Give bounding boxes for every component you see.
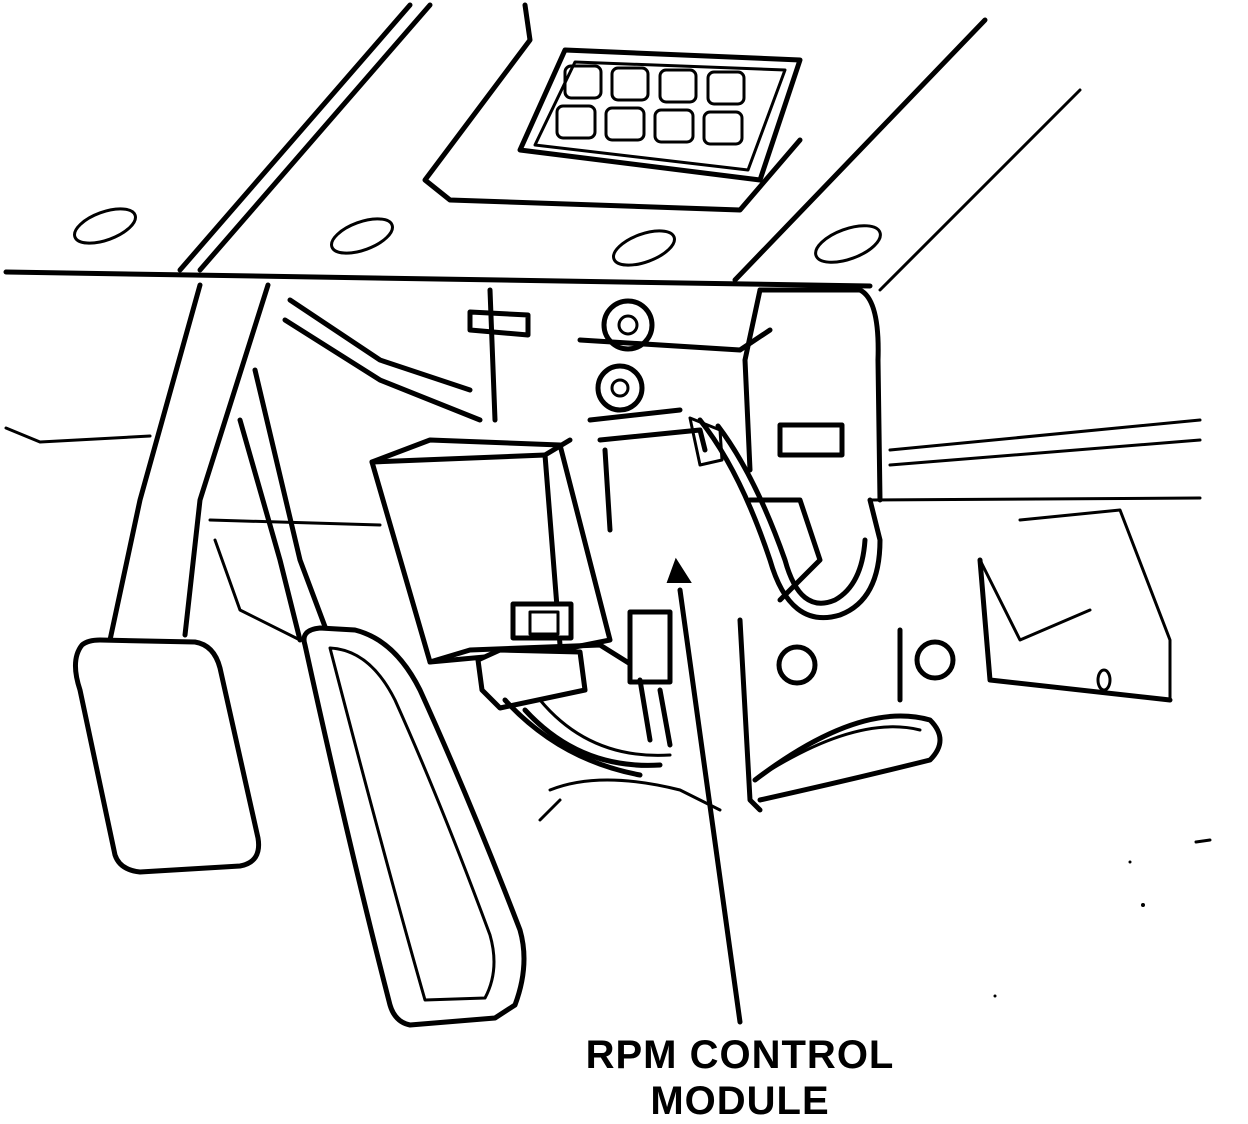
floor-lines: [4, 418, 1202, 702]
throttle-cable: [688, 416, 883, 621]
pedal-arms: [107, 282, 483, 643]
callout-label: RPM CONTROL MODULE: [540, 1032, 940, 1124]
lower-bracket: [538, 557, 1173, 822]
scan-specks: [993, 838, 1212, 998]
steering-column-bracket: [467, 287, 883, 603]
callout-label-line2: MODULE: [650, 1079, 830, 1123]
rpm-control-module: [369, 437, 643, 673]
dash-mounting-holes: [73, 207, 882, 267]
dashboard-panel: [3, 2, 1082, 292]
dash-vent: [517, 47, 803, 183]
brake-pedal: [73, 637, 262, 875]
accelerator-pedal: [301, 625, 527, 1028]
callout-leader: [666, 557, 743, 1025]
callout-label-line1: RPM CONTROL: [585, 1033, 895, 1077]
wire-harness: [475, 609, 673, 778]
